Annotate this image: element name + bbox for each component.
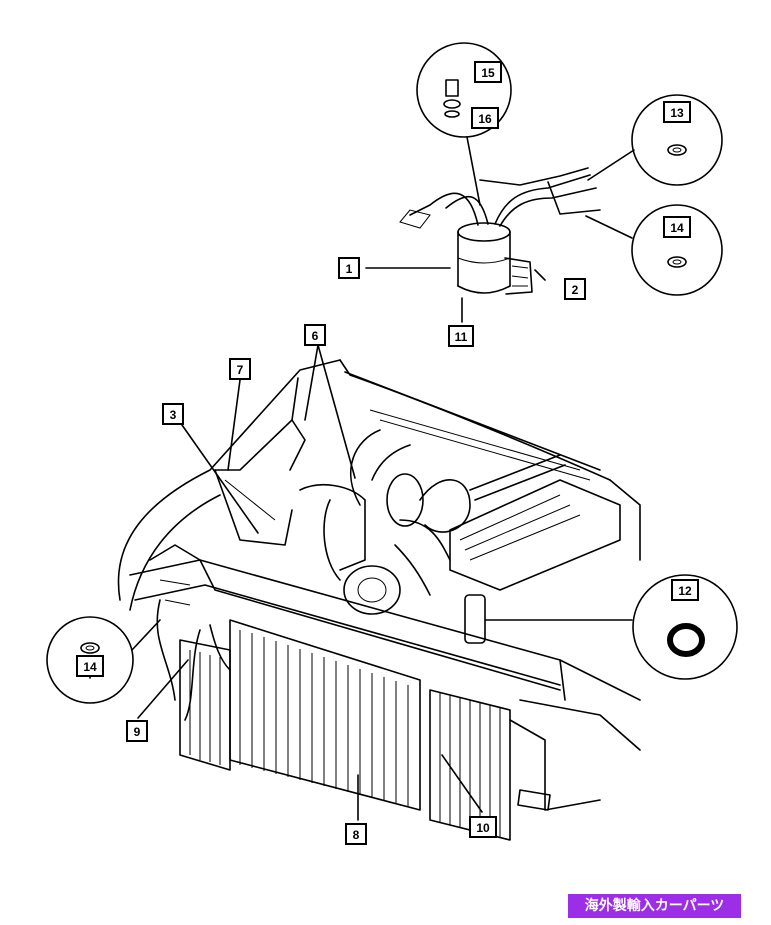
svg-text:8: 8	[353, 828, 360, 842]
svg-text:6: 6	[312, 329, 319, 343]
svg-text:10: 10	[476, 821, 490, 835]
detail-circle-switch	[416, 42, 512, 206]
svg-text:3: 3	[170, 408, 177, 422]
svg-text:13: 13	[670, 106, 684, 120]
svg-text:16: 16	[478, 112, 492, 126]
engine-bay	[117, 359, 641, 644]
condenser	[179, 619, 421, 811]
detail-circle-14-upper	[585, 204, 723, 296]
o-ring-icon	[667, 623, 705, 657]
svg-text:11: 11	[455, 330, 468, 344]
svg-text:14: 14	[83, 660, 97, 674]
svg-text:14: 14	[670, 221, 684, 235]
pressure-switch-icon	[443, 79, 461, 118]
callout-10: 10	[469, 816, 497, 838]
callout-3: 3	[162, 403, 184, 425]
radiator-support	[129, 544, 641, 751]
callout-15: 15	[474, 61, 502, 83]
svg-text:9: 9	[134, 725, 141, 739]
gasket-ring-icon	[80, 642, 100, 654]
radiator-core	[429, 689, 601, 841]
accumulator-assembly	[399, 167, 601, 295]
svg-text:2: 2	[572, 283, 579, 297]
callout-16: 16	[471, 107, 499, 129]
callout-9: 9	[126, 720, 148, 742]
callout-14-upper: 14	[663, 216, 691, 238]
svg-text:15: 15	[481, 66, 495, 80]
svg-text:12: 12	[678, 584, 692, 598]
detail-circle-13	[587, 94, 723, 186]
callout-6: 6	[304, 324, 326, 346]
svg-text:7: 7	[237, 363, 244, 377]
gasket-ring-icon	[667, 256, 687, 268]
callout-11: 11	[448, 325, 474, 347]
callout-14-lower: 14	[76, 655, 104, 677]
detail-circle-12	[632, 574, 738, 680]
callout-2: 2	[564, 278, 586, 300]
callout-12: 12	[671, 579, 699, 601]
callout-13: 13	[663, 101, 691, 123]
callout-8: 8	[345, 823, 367, 845]
callout-1: 1	[338, 257, 360, 279]
svg-text:1: 1	[346, 262, 353, 276]
watermark-badge: 海外製輸入カーパーツ	[568, 894, 741, 918]
gasket-ring-icon	[667, 144, 687, 156]
callout-7: 7	[229, 358, 251, 380]
detail-circle-14-lower	[46, 616, 161, 704]
